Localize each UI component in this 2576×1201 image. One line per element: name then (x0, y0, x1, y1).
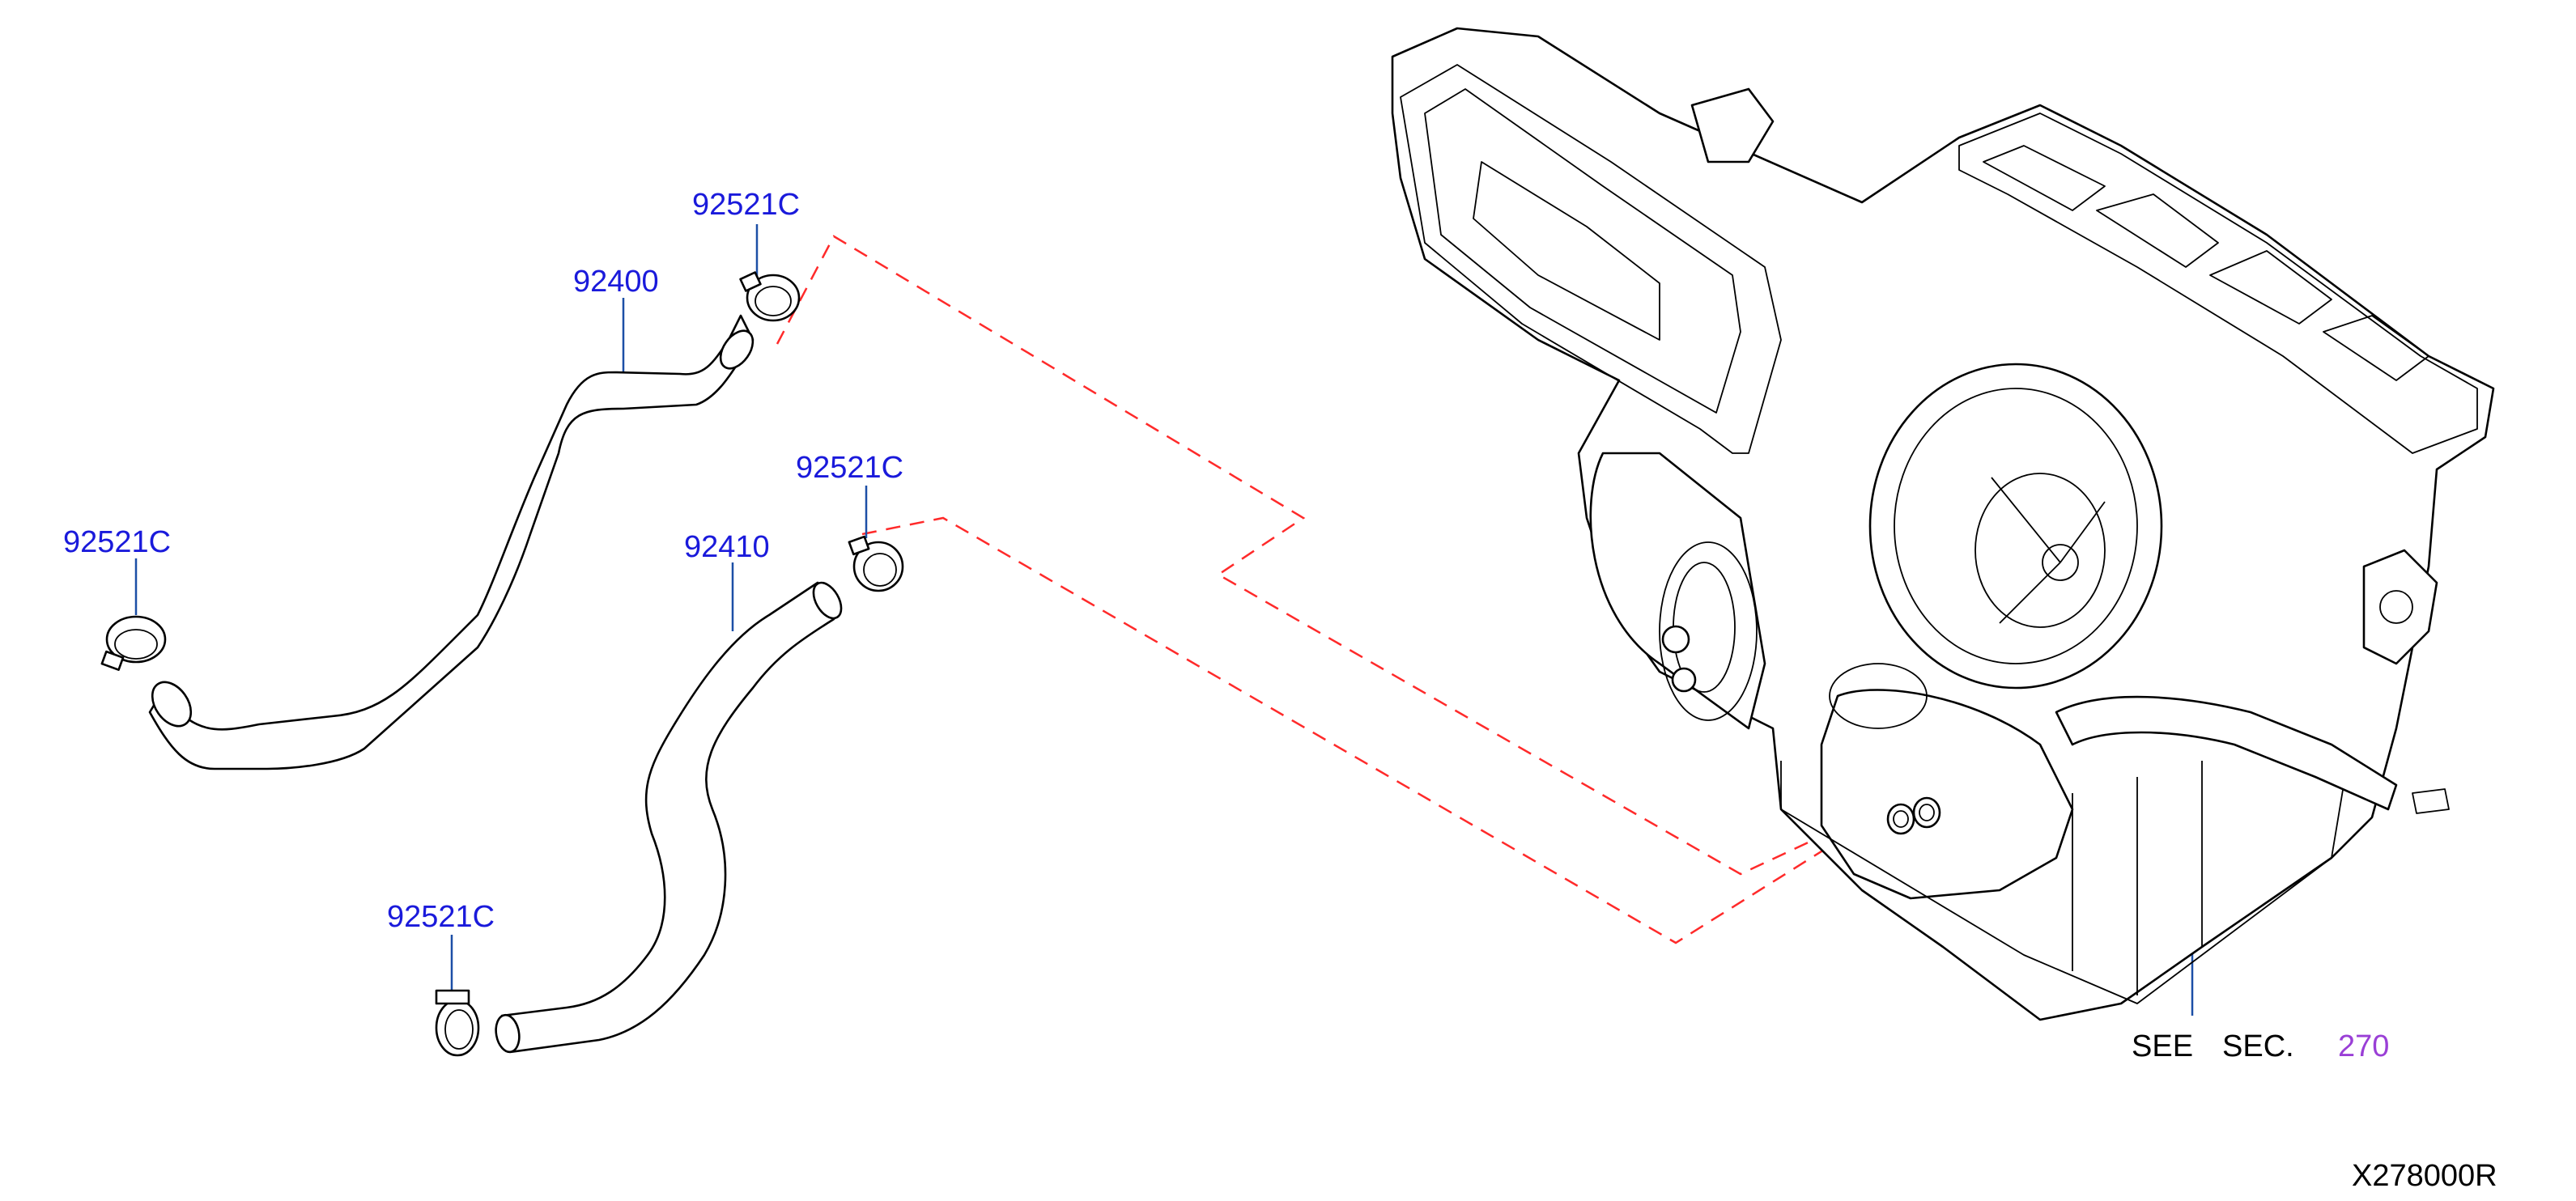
outlet-guide-line (861, 516, 1851, 944)
inlet-guide-line (776, 235, 1863, 876)
hose-inlet-end (151, 681, 193, 728)
part-number-clamp-bottom[interactable]: 92521C (387, 900, 495, 934)
hose-outlet-end-top (812, 581, 843, 620)
drawing-code: X278000R (2352, 1159, 2497, 1193)
part-number-clamp-top[interactable]: 92521C (692, 188, 800, 222)
part-number-hose-outlet[interactable]: 92410 (684, 530, 770, 564)
heater-core-pipe-inlet (1886, 803, 1915, 835)
hose-clamp-icon[interactable] (435, 989, 480, 1057)
hose-clamp-icon[interactable] (100, 615, 167, 671)
hose-clamp-icon[interactable] (848, 535, 904, 592)
heater-core-pipe-outlet (1912, 796, 1941, 829)
heater-hose-icon[interactable] (144, 314, 759, 770)
leader-lines (134, 224, 2194, 1016)
see-label: SEE (2132, 1029, 2193, 1063)
part-number-clamp-mid[interactable]: 92521C (796, 451, 903, 485)
hose-clamp-icon[interactable] (739, 271, 801, 322)
heater-hose-icon[interactable] (493, 578, 847, 1054)
part-number-hose-inlet[interactable]: 92400 (573, 265, 659, 299)
hose-inlet-end-top (719, 329, 755, 370)
callout-labels: 92521C 92400 92521C 92521C 92410 92521C … (63, 188, 2497, 1193)
sec-label: SEC. (2222, 1029, 2294, 1063)
section-reference-link[interactable]: 270 (2338, 1029, 2389, 1063)
part-number-clamp-left[interactable]: 92521C (63, 525, 171, 559)
heater-unit-assembly-icon[interactable] (1391, 27, 2495, 1021)
connection-guides (776, 235, 1863, 944)
hose-outlet-end (495, 1013, 521, 1054)
